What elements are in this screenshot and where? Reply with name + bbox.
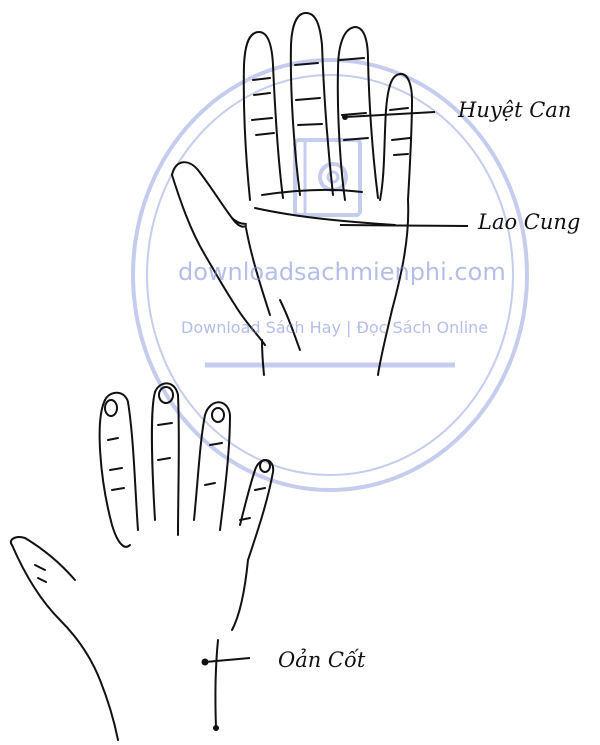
back-hand xyxy=(11,383,273,740)
watermark-site-text: downloadsachmienphi.com xyxy=(178,258,506,286)
lao-cung-pointer xyxy=(340,225,468,226)
huyet-can-point xyxy=(342,114,348,120)
oan-cot-label: Oản Cốt xyxy=(278,648,365,672)
oan-cot-pointer xyxy=(205,658,250,662)
watermark-tagline: Download Sách Hay | Đọc Sách Online xyxy=(181,318,488,337)
huyet-can-label: Huyệt Can xyxy=(458,98,571,122)
wrist-end-point xyxy=(213,725,219,731)
oan-cot-point xyxy=(202,659,209,666)
pointer-lines xyxy=(205,112,468,662)
lao-cung-label: Lao Cung xyxy=(478,210,580,234)
